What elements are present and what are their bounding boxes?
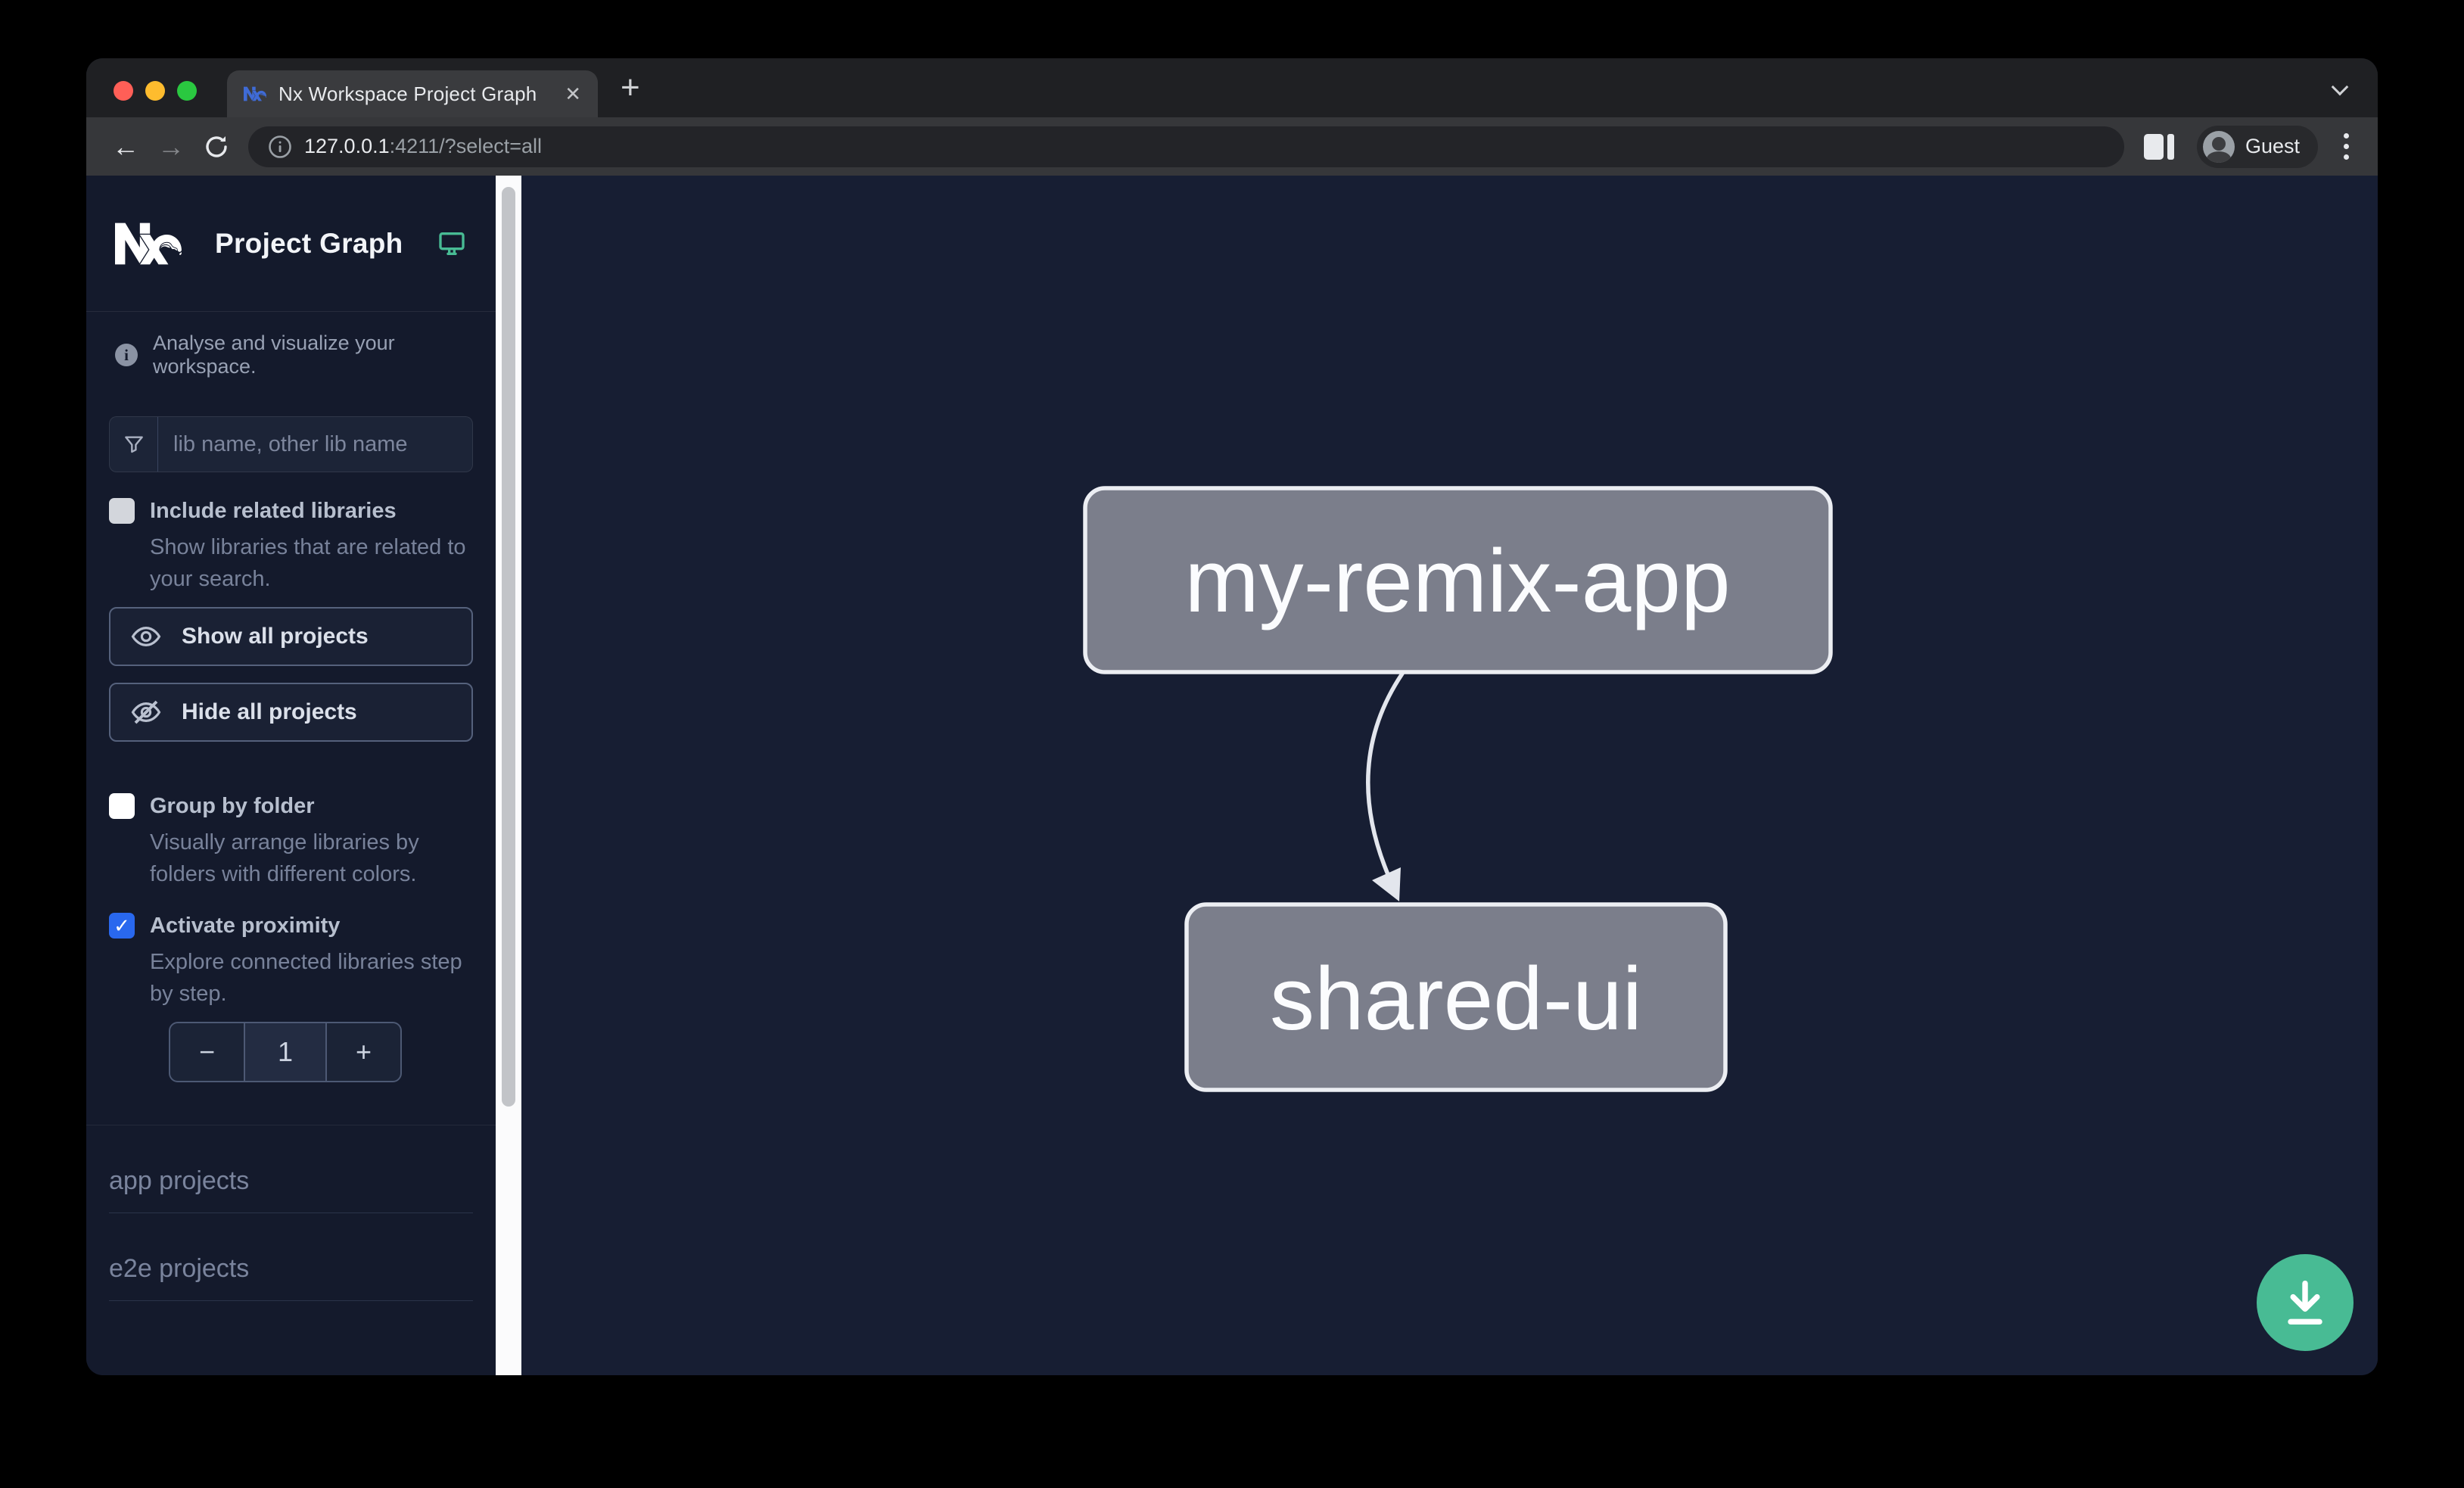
page-title: Project Graph <box>215 227 403 259</box>
filter-icon <box>110 417 158 472</box>
node-label: my-remix-app <box>1184 531 1730 631</box>
tab-title: Nx Workspace Project Graph <box>278 82 537 105</box>
url-path: :4211/?select=all <box>389 135 543 157</box>
increment-button[interactable]: + <box>355 1036 372 1067</box>
browser-toolbar: ← → 127.0.0.1:4211/?select=all <box>86 117 2378 176</box>
group-by-folder-checkbox[interactable] <box>109 793 135 819</box>
section-label: e2e projects <box>109 1254 473 1301</box>
forward-button[interactable]: → <box>157 130 185 162</box>
nx-logo <box>115 210 182 277</box>
browser-tab-strip: Nx Workspace Project Graph ✕ + <box>86 58 2378 117</box>
theme-monitor-icon[interactable] <box>437 229 467 259</box>
toolbar-right-group: Guest <box>2143 125 2352 168</box>
tab-nx-workspace-project-graph[interactable]: Nx Workspace Project Graph ✕ <box>227 70 598 117</box>
group-by-folder-desc: Visually arrange libraries by folders wi… <box>150 830 419 886</box>
tab-close-icon[interactable]: ✕ <box>565 82 581 105</box>
node-my-remix-app[interactable]: my-remix-app <box>1083 486 1833 674</box>
zoom-window-button[interactable] <box>177 81 197 101</box>
activate-proximity-desc: Explore connected libraries step by step… <box>150 950 462 1006</box>
new-tab-button[interactable]: + <box>621 69 640 106</box>
browser-menu-icon[interactable] <box>2341 130 2352 163</box>
workspace-tagline: Analyse and visualize your workspace. <box>153 332 395 378</box>
search-field[interactable] <box>109 416 473 472</box>
group-by-folder-label: Group by folder <box>150 793 315 818</box>
arrowhead <box>1372 867 1401 901</box>
eye-off-icon <box>131 700 161 724</box>
proximity-depth-stepper: − 1 + <box>169 1022 402 1082</box>
browser-window: Nx Workspace Project Graph ✕ + ← → <box>86 58 2378 1375</box>
node-label: shared-ui <box>1270 949 1642 1049</box>
group-by-folder-block: Group by folder Visually arrange librari… <box>109 793 473 890</box>
page-content: Project Graph i Analyse and visualize yo… <box>86 176 2378 1375</box>
close-window-button[interactable] <box>114 81 133 101</box>
edge-my-remix-app-to-shared-ui[interactable] <box>1365 671 1405 901</box>
window-controls <box>114 81 197 101</box>
scrollbar-thumb[interactable] <box>502 187 515 1107</box>
include-related-desc: Show libraries that are related to your … <box>150 535 466 591</box>
download-graph-button[interactable] <box>2257 1254 2354 1351</box>
workspace-tagline-row: i Analyse and visualize your workspace. <box>86 332 496 378</box>
hide-all-projects-button[interactable]: Hide all projects <box>109 683 473 742</box>
reload-icon <box>206 135 227 157</box>
show-all-projects-label: Show all projects <box>182 624 369 649</box>
back-button[interactable]: ← <box>112 130 139 162</box>
profile-button[interactable]: Guest <box>2196 125 2318 168</box>
include-related-block: Include related libraries Show libraries… <box>109 498 473 595</box>
section-app-projects: app projects <box>109 1166 473 1213</box>
section-label: app projects <box>109 1166 473 1213</box>
show-all-projects-button[interactable]: Show all projects <box>109 607 473 666</box>
nx-favicon <box>244 82 266 105</box>
activate-proximity-block: ✓ Activate proximity Explore connected l… <box>109 913 473 1010</box>
graph-canvas[interactable]: my-remix-app shared-ui <box>521 176 2378 1375</box>
address-bar[interactable]: 127.0.0.1:4211/?select=all <box>248 126 2124 167</box>
url-text: 127.0.0.1:4211/?select=all <box>304 135 542 158</box>
eye-icon <box>131 627 161 646</box>
search-input[interactable] <box>158 417 472 472</box>
url-host: 127.0.0.1 <box>304 135 390 157</box>
activate-proximity-label: Activate proximity <box>150 913 341 938</box>
sidebar: Project Graph i Analyse and visualize yo… <box>86 176 496 1375</box>
hide-all-projects-label: Hide all projects <box>182 699 357 724</box>
activate-proximity-checkbox[interactable]: ✓ <box>109 913 135 939</box>
profile-label: Guest <box>2245 135 2300 157</box>
info-icon: i <box>115 344 138 366</box>
tab-search-chevron-icon[interactable] <box>2331 78 2349 96</box>
site-info-icon[interactable] <box>268 135 292 159</box>
sidebar-scrollbar[interactable] <box>496 176 521 1375</box>
decrement-button[interactable]: − <box>198 1036 216 1067</box>
side-panel-icon[interactable] <box>2143 133 2174 160</box>
section-e2e-projects: e2e projects <box>109 1254 473 1301</box>
avatar <box>2202 130 2235 163</box>
reload-button[interactable] <box>197 127 236 167</box>
node-shared-ui[interactable]: shared-ui <box>1184 902 1728 1092</box>
include-related-label: Include related libraries <box>150 498 397 523</box>
sidebar-header: Project Graph <box>86 176 496 312</box>
minimize-window-button[interactable] <box>145 81 165 101</box>
download-icon <box>2288 1280 2322 1325</box>
depth-value: 1 <box>244 1023 327 1081</box>
include-related-checkbox[interactable] <box>109 498 135 524</box>
